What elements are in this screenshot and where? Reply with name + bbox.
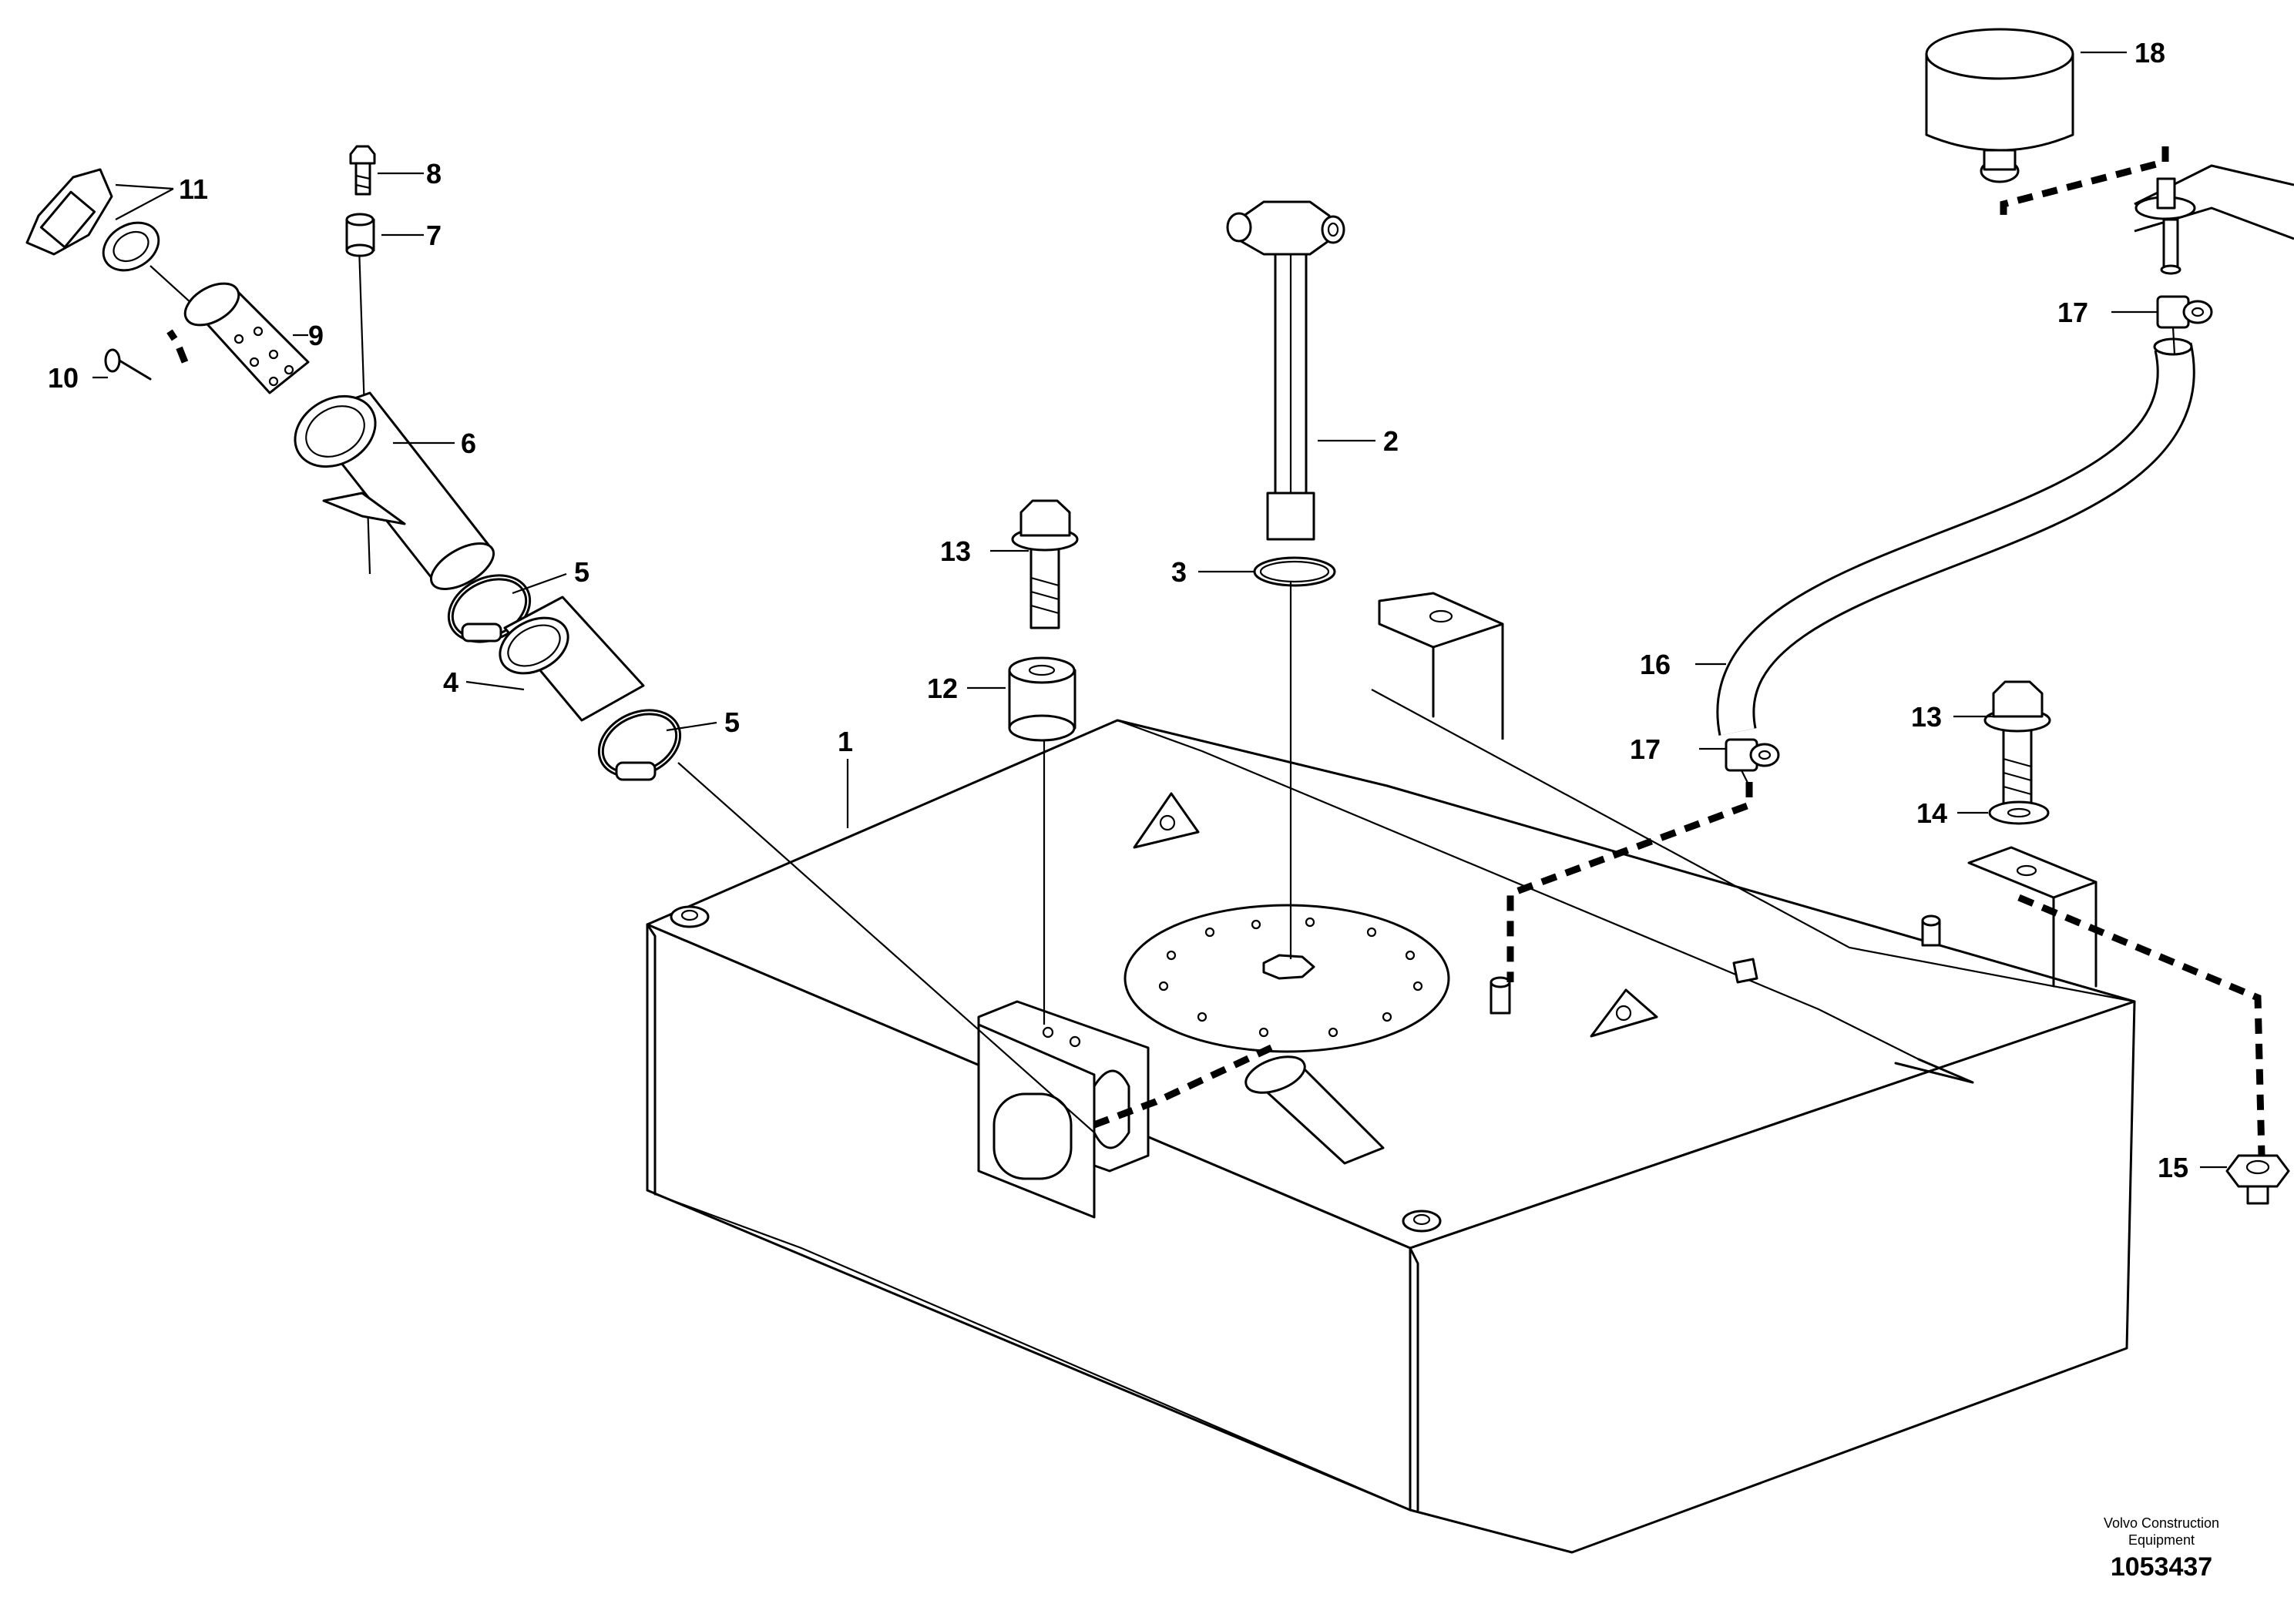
callout-17-upper: 17 — [2057, 297, 2088, 328]
callout-8: 8 — [426, 158, 442, 190]
callout-11: 11 — [179, 173, 208, 205]
assembly-lines — [149, 223, 1292, 1133]
spacer — [345, 213, 375, 257]
nut — [2225, 1154, 2290, 1205]
callout-5-lower: 5 — [724, 706, 740, 738]
callout-18: 18 — [2134, 37, 2165, 69]
callout-12: 12 — [927, 673, 958, 704]
callout-16: 16 — [1640, 649, 1671, 680]
mounting-bracket — [977, 1000, 1150, 1219]
filler-neck — [294, 391, 495, 590]
callout-3: 3 — [1171, 556, 1187, 588]
fuel-tank — [646, 592, 2136, 1554]
callout-labels: 1 2 3 4 5 5 6 7 8 9 10 11 12 13 13 14 15… — [48, 37, 2188, 1183]
callout-4: 4 — [443, 666, 458, 698]
hidden-routes — [166, 146, 2265, 1156]
callout-leaders — [92, 51, 2227, 1169]
callout-17-lower: 17 — [1630, 733, 1661, 765]
o-ring — [1253, 556, 1336, 587]
hose-clip — [1725, 738, 1780, 787]
callout-2: 2 — [1383, 425, 1399, 457]
callout-6: 6 — [461, 428, 476, 459]
spacer — [1008, 656, 1076, 742]
credit-line-2: Equipment — [2128, 1532, 2195, 1548]
callout-15: 15 — [2158, 1152, 2188, 1183]
callout-1: 1 — [838, 726, 853, 757]
callout-7: 7 — [426, 220, 442, 251]
hose-clip — [2156, 295, 2213, 355]
callout-14: 14 — [1916, 797, 1947, 829]
hose-clamp — [447, 574, 532, 643]
washer — [1988, 800, 2050, 825]
footer: Volvo Construction Equipment 1053437 — [2104, 1515, 2219, 1582]
hose — [499, 596, 645, 722]
breather-filter — [1925, 28, 2074, 183]
document-number: 1053437 — [2111, 1552, 2212, 1582]
breather-hose — [1716, 337, 2195, 736]
callout-13-left: 13 — [940, 535, 971, 567]
bolt — [1983, 680, 2051, 810]
fuel-level-sensor — [1226, 200, 1345, 541]
bolt — [1011, 499, 1079, 629]
bolt — [349, 145, 376, 196]
screw — [104, 348, 152, 381]
filler-cap — [25, 168, 160, 272]
breather-fitting — [2134, 164, 2294, 275]
callout-5-upper: 5 — [574, 556, 589, 588]
callout-13-right: 13 — [1911, 701, 1942, 733]
callout-10: 10 — [48, 362, 79, 394]
strainer — [183, 282, 310, 394]
callout-9: 9 — [308, 320, 324, 351]
credit-line-1: Volvo Construction — [2104, 1515, 2219, 1531]
hose-clamp — [597, 709, 682, 781]
